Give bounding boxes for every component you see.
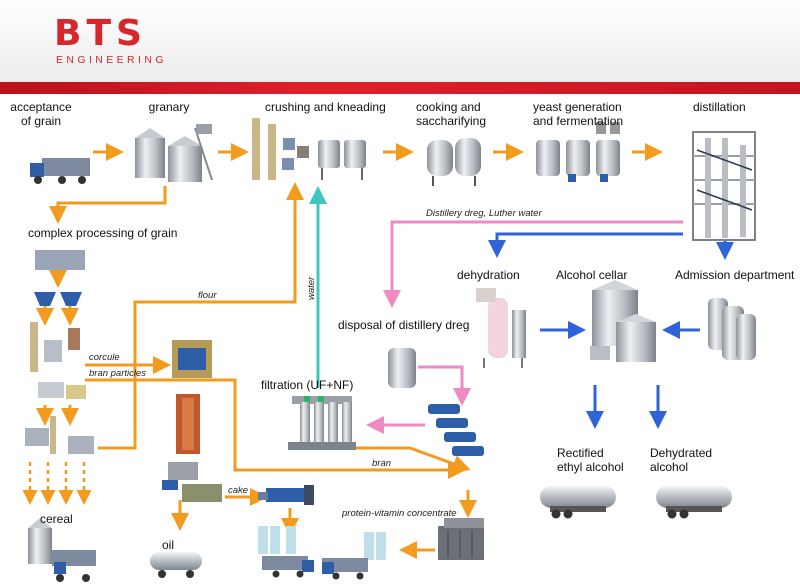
centrifuge-icon bbox=[428, 404, 484, 456]
header-red-bar bbox=[0, 82, 800, 94]
flow-label-dreg: Distillery dreg, Luther water bbox=[426, 208, 542, 219]
label-cooking: cooking and saccharifying bbox=[416, 100, 487, 128]
flow-label-bran-particles: bran particles bbox=[89, 368, 147, 379]
dehydrated-alcohol-tanker-icon bbox=[656, 486, 732, 519]
oil-press-icon bbox=[162, 462, 222, 502]
bts-logo: BTS ENGINEERING bbox=[54, 13, 178, 67]
dreg-flows bbox=[366, 220, 683, 434]
flow-label-cake: cake bbox=[228, 485, 249, 496]
fermentation-tanks-icon bbox=[536, 122, 620, 182]
filtration-unit-icon bbox=[288, 396, 356, 450]
label-admission: Admission department bbox=[675, 268, 795, 282]
flow-label-water: water bbox=[306, 276, 317, 300]
rectified-alcohol-tanker-icon bbox=[540, 486, 616, 519]
label-cereal: cereal bbox=[40, 512, 73, 526]
grain-flows bbox=[36, 143, 663, 559]
label-alcohol-cellar: Alcohol cellar bbox=[556, 268, 628, 282]
alcohol-flows bbox=[488, 232, 734, 429]
product-silos-trucks-icon bbox=[258, 526, 386, 580]
flow-label-flour: flour bbox=[198, 290, 217, 301]
corcule-processing-icon bbox=[172, 340, 212, 454]
dreg-tank-icon bbox=[388, 348, 416, 388]
header bbox=[0, 0, 800, 82]
label-dehydration: dehydration bbox=[457, 268, 520, 282]
label-granary: granary bbox=[148, 100, 190, 114]
dehydration-unit-icon bbox=[476, 288, 526, 368]
label-distillation: distillation bbox=[693, 100, 746, 114]
alcohol-cellar-icon bbox=[590, 280, 656, 362]
label-yeast: yeast generation and fermentation bbox=[533, 100, 624, 128]
admission-tanks-icon bbox=[708, 298, 756, 360]
logo-mark: BTS bbox=[54, 13, 147, 54]
label-acceptance: acceptance of grain bbox=[10, 100, 71, 128]
label-complex-processing: complex processing of grain bbox=[28, 226, 178, 240]
cooking-tanks-icon bbox=[427, 138, 481, 186]
cake-extruder-icon bbox=[258, 485, 314, 505]
granary-silos-icon bbox=[135, 124, 213, 182]
logo-subtitle: ENGINEERING bbox=[56, 54, 167, 66]
flow-label-bran: bran bbox=[372, 458, 392, 469]
distillation-tower-icon bbox=[692, 131, 756, 241]
label-acceptance-text: acceptance of grain bbox=[10, 100, 72, 128]
label-oil: oil bbox=[162, 538, 175, 552]
flow-label-corcule: corcule bbox=[89, 352, 120, 363]
label-disposal: disposal of distillery dreg bbox=[338, 318, 470, 332]
pvc-dryer-icon bbox=[438, 518, 484, 560]
label-dehydrated: Dehydrated alcohol bbox=[650, 446, 713, 474]
cereal-dotted-flows bbox=[22, 462, 92, 505]
cereal-silos-icon bbox=[28, 518, 96, 582]
crushing-equipment-icon bbox=[252, 118, 366, 180]
label-rectified: Rectified ethyl alcohol bbox=[557, 446, 624, 474]
label-crushing: crushing and kneading bbox=[265, 100, 386, 114]
oil-tanker-icon bbox=[150, 552, 202, 578]
flow-label-pvc: protein-vitamin concentrate bbox=[342, 508, 457, 519]
grain-processing-machinery-icon bbox=[25, 250, 94, 454]
grain-truck-icon bbox=[30, 158, 90, 184]
label-filtration: filtration (UF+NF) bbox=[261, 378, 354, 392]
